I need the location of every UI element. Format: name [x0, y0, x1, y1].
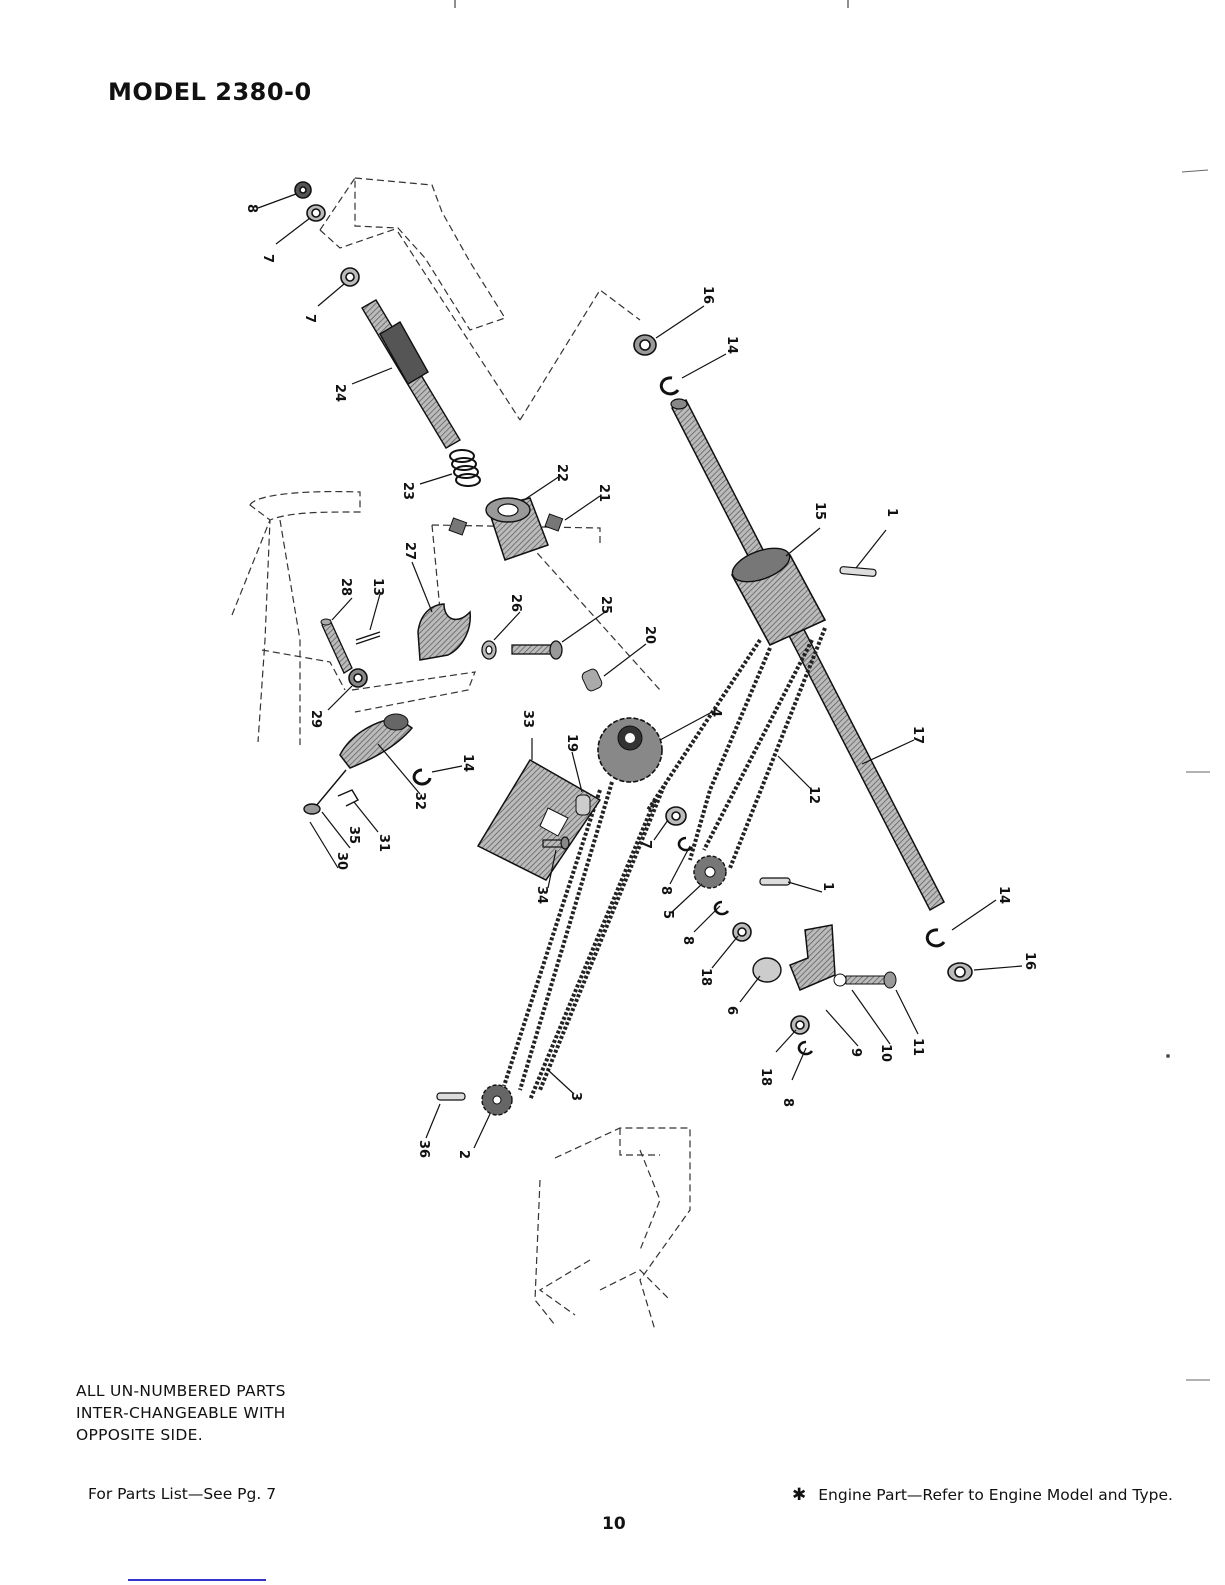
bushing-20	[581, 668, 604, 693]
callout-label: 7	[638, 840, 653, 849]
ring-8-lower	[679, 838, 692, 850]
clevis-pin	[304, 770, 358, 814]
unnumbered-parts-note: ALL UN-NUMBERED PARTS INTER-CHANGEABLE W…	[76, 1380, 286, 1446]
callout-label: 16	[1022, 952, 1037, 970]
callout-label: 15	[812, 502, 827, 520]
callout-label: 17	[910, 726, 925, 744]
note-line: OPPOSITE SIDE.	[76, 1424, 286, 1446]
callout-label: 27	[402, 542, 417, 560]
callout-label: 18	[758, 1068, 773, 1086]
callout-label: 7	[302, 314, 317, 323]
callout-label: 8	[780, 1098, 795, 1107]
callout-label: 26	[508, 594, 523, 612]
callout-label: 12	[806, 786, 821, 804]
callout-label: 14	[724, 336, 739, 354]
washer-top-left-2	[341, 268, 359, 286]
edge-marks	[1167, 170, 1211, 1380]
callout-label: 36	[416, 1140, 431, 1158]
callout-label: 8	[658, 886, 673, 895]
callout-label: 21	[596, 484, 611, 502]
callout-label: 18	[698, 968, 713, 986]
cotter-pin-13	[356, 632, 380, 644]
washer-7-lower	[666, 807, 686, 825]
callout-label: 28	[338, 578, 353, 596]
callout-label: 33	[520, 710, 535, 728]
bottom-sprocket	[482, 1085, 512, 1115]
upper-chains	[648, 628, 825, 868]
idler-bracket	[753, 925, 896, 990]
note-line: ALL UN-NUMBERED PARTS	[76, 1380, 286, 1402]
engine-part-text: Engine Part—Refer to Engine Model and Ty…	[818, 1486, 1173, 1504]
callout-label: 22	[554, 464, 569, 482]
small-sprocket	[694, 856, 726, 888]
callout-label: 4	[708, 708, 723, 717]
star-icon: ✱	[792, 1485, 806, 1505]
washer-16-right	[948, 963, 972, 981]
washer-16-top	[634, 335, 656, 355]
callout-label: 23	[400, 482, 415, 500]
callout-label: 2	[456, 1150, 471, 1159]
bottom-link-underline	[128, 1579, 266, 1581]
spring-part	[450, 450, 480, 486]
retaining-ring-14-top	[661, 378, 678, 394]
callout-label: 24	[332, 384, 347, 402]
callout-label: 29	[308, 710, 323, 728]
callout-label: 32	[412, 792, 427, 810]
callout-label: 31	[376, 834, 391, 852]
callout-label: 25	[598, 596, 613, 614]
guard-plate	[478, 760, 600, 880]
callout-label: 34	[534, 886, 549, 904]
washer-18-lower	[791, 1016, 809, 1034]
callout-label: 8	[680, 936, 695, 945]
washer-29	[349, 669, 367, 687]
callout-label: 35	[346, 826, 361, 844]
callout-label: 30	[334, 852, 349, 870]
callout-label: 3	[568, 1092, 583, 1101]
callout-label: 9	[848, 1048, 863, 1057]
retaining-ring-14-mid	[414, 770, 430, 784]
large-sprocket	[598, 718, 662, 782]
ring-8-mid	[715, 902, 728, 914]
shift-fork	[418, 604, 470, 660]
callout-label: 8	[244, 204, 259, 213]
callout-label: 16	[700, 286, 715, 304]
pivot-pin	[321, 619, 352, 673]
callout-label: 7	[260, 254, 275, 263]
callout-label: 11	[910, 1038, 925, 1056]
page-number: 10	[602, 1514, 626, 1534]
note-line: INTER-CHANGEABLE WITH	[76, 1402, 286, 1424]
bolt-25	[482, 641, 562, 659]
top-edge-marks	[455, 0, 848, 8]
callout-label: 1	[884, 508, 899, 517]
washers	[295, 182, 972, 1054]
key-block-left	[449, 518, 467, 535]
callout-label: 14	[460, 754, 475, 772]
retaining-ring-14-right	[927, 930, 944, 946]
callout-label: 20	[642, 626, 657, 644]
drive-drum	[728, 542, 825, 645]
key-block-right	[545, 514, 563, 531]
bushing-19	[576, 795, 590, 815]
shift-arm	[340, 714, 412, 768]
callout-label: 6	[724, 1006, 739, 1015]
callout-label: 19	[564, 734, 579, 752]
shift-collar	[486, 498, 548, 560]
parts-list-reference: For Parts List—See Pg. 7	[88, 1485, 276, 1503]
callout-label: 13	[370, 578, 385, 596]
callout-label: 14	[996, 886, 1011, 904]
engine-part-note: ✱ Engine Part—Refer to Engine Model and T…	[792, 1485, 1173, 1505]
callout-label: 5	[660, 910, 675, 919]
callout-label: 1	[820, 882, 835, 891]
callout-label: 10	[878, 1044, 893, 1062]
retaining-ring-top-left	[295, 182, 311, 198]
